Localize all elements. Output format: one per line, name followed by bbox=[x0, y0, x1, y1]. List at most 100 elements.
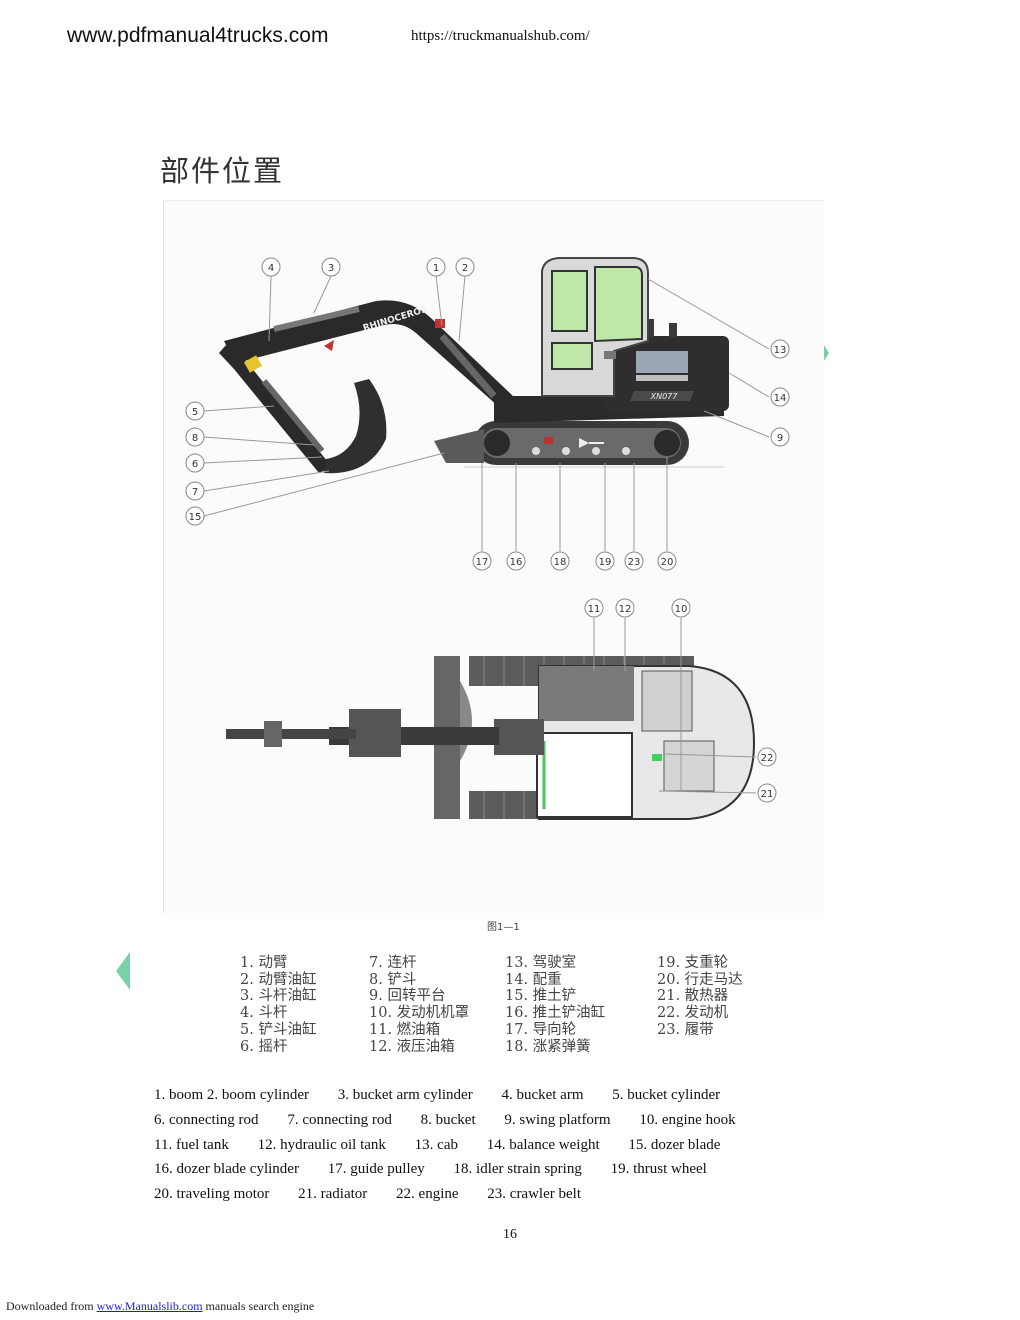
svg-text:7: 7 bbox=[192, 487, 198, 498]
cn-legend-item: 1. 动臂 bbox=[240, 955, 288, 971]
cn-legend-item: 23. 履带 bbox=[657, 1021, 714, 1038]
callout-6: 6 bbox=[185, 453, 205, 473]
svg-text:3: 3 bbox=[328, 263, 334, 274]
cn-legend-col-2: 7. 连杆 8. 铲斗 9. 回转平台 10. 发动机机罩 11. 燃油箱 12… bbox=[369, 955, 469, 1055]
callout-10: 10 bbox=[671, 598, 691, 618]
en-legend-item: 21. radiator bbox=[298, 1186, 368, 1203]
cn-legend-item: 7. 连杆 bbox=[369, 955, 417, 971]
callout-14: 14 bbox=[770, 387, 790, 407]
svg-text:14: 14 bbox=[774, 393, 787, 404]
excavator-drawing: XN077 RHINOCEROS bbox=[185, 257, 790, 820]
callout-9: 9 bbox=[770, 427, 790, 447]
en-legend-item: 15. dozer blade bbox=[628, 1136, 721, 1153]
cn-legend-item: 11. 燃油箱 bbox=[369, 1021, 441, 1038]
en-legend-item: 11. fuel tank bbox=[154, 1136, 229, 1153]
cn-legend-col-4: 19. 支重轮 20. 行走马达 21. 散热器 22. 发动机 23. 履带 bbox=[657, 955, 743, 1039]
swing-bracket bbox=[494, 719, 544, 755]
callout-17: 17 bbox=[472, 551, 492, 571]
manualslib-link[interactable]: www.Manualslib.com bbox=[96, 1299, 203, 1313]
callout-22: 22 bbox=[757, 747, 777, 767]
cn-legend-item: 20. 行走马达 bbox=[657, 971, 743, 988]
leader-lines bbox=[203, 275, 770, 794]
en-legend-item: 13. cab bbox=[414, 1136, 458, 1153]
en-legend-item: 10. engine hook bbox=[639, 1111, 736, 1128]
callout-3: 3 bbox=[321, 257, 341, 277]
svg-text:10: 10 bbox=[675, 604, 688, 615]
cn-legend-col-3: 13. 驾驶室 14. 配重 15. 推土铲 16. 推土铲油缸 17. 导向轮… bbox=[505, 955, 605, 1055]
svg-text:19: 19 bbox=[599, 557, 612, 568]
callout-5: 5 bbox=[185, 401, 205, 421]
en-legend-item: 22. engine bbox=[396, 1186, 459, 1203]
callout-21: 21 bbox=[757, 783, 777, 803]
cn-legend-item: 16. 推土铲油缸 bbox=[505, 1005, 606, 1022]
svg-text:9: 9 bbox=[777, 433, 783, 444]
svg-text:18: 18 bbox=[554, 557, 567, 568]
header-right-url[interactable]: https://truckmanualshub.com/ bbox=[411, 28, 590, 44]
en-legend-item: 16. dozer blade cylinder bbox=[154, 1161, 299, 1178]
cn-legend-item: 22. 发动机 bbox=[657, 1005, 729, 1022]
en-legend-item: 7. connecting rod bbox=[287, 1111, 392, 1128]
svg-text:20: 20 bbox=[661, 557, 674, 568]
en-legend-item: 8. bucket bbox=[420, 1111, 476, 1128]
bucket-arm bbox=[219, 345, 332, 473]
side-view: XN077 RHINOCEROS bbox=[219, 257, 729, 474]
svg-text:21: 21 bbox=[761, 789, 774, 800]
callout-2: 2 bbox=[455, 257, 475, 277]
excavator-component-figure: XN077 RHINOCEROS bbox=[163, 200, 824, 913]
cab bbox=[541, 257, 649, 397]
arm-top bbox=[226, 729, 356, 739]
en-legend-item: 3. bucket arm cylinder bbox=[337, 1087, 473, 1103]
en-legend-item: 6. connecting rod bbox=[154, 1111, 259, 1128]
boom bbox=[224, 300, 514, 407]
svg-text:16: 16 bbox=[510, 557, 523, 568]
svg-text:5: 5 bbox=[192, 407, 198, 418]
en-legend-item: 12. hydraulic oil tank bbox=[257, 1136, 386, 1153]
callout-8: 8 bbox=[185, 427, 205, 447]
page-title: 部件位置 bbox=[160, 154, 285, 188]
cn-legend-item: 2. 动臂油缸 bbox=[240, 971, 317, 988]
svg-text:2: 2 bbox=[462, 263, 468, 274]
callout-19: 19 bbox=[595, 551, 615, 571]
callout-18: 18 bbox=[550, 551, 570, 571]
callout-23: 23 bbox=[624, 551, 644, 571]
svg-text:13: 13 bbox=[774, 345, 787, 356]
cn-legend-item: 13. 驾驶室 bbox=[505, 955, 577, 971]
en-legend-item: 19. thrust wheel bbox=[610, 1161, 707, 1178]
svg-text:4: 4 bbox=[268, 263, 274, 274]
callout-11: 11 bbox=[584, 598, 604, 618]
footer: Downloaded from www.Manualslib.com manua… bbox=[6, 1299, 314, 1314]
cn-legend-col-1: 1. 动臂 2. 动臂油缸 3. 斗杆油缸 4. 斗杆 5. 铲斗油缸 6. 摇… bbox=[240, 955, 316, 1055]
top-view bbox=[226, 656, 756, 820]
svg-text:11: 11 bbox=[588, 604, 601, 615]
callout-12: 12 bbox=[615, 598, 635, 618]
en-legend: 1. boom 2. boom cylinder 3. bucket arm c… bbox=[154, 1083, 761, 1207]
page-number: 16 bbox=[503, 1227, 517, 1242]
svg-text:22: 22 bbox=[761, 753, 774, 764]
callout-13: 13 bbox=[770, 339, 790, 359]
callout-markers: 1 2 3 4 5 6 7 8 9 10 11 12 13 14 15 16 1… bbox=[185, 257, 790, 803]
arm-cylinder bbox=[273, 306, 360, 332]
header-left-url[interactable]: www.pdfmanual4trucks.com bbox=[67, 24, 329, 47]
cn-legend-item: 15. 推土铲 bbox=[505, 988, 577, 1005]
cn-legend-item: 19. 支重轮 bbox=[657, 955, 729, 971]
cn-legend-item: 14. 配重 bbox=[505, 971, 562, 988]
svg-text:1: 1 bbox=[433, 263, 439, 274]
en-legend-item: 5. bucket cylinder bbox=[612, 1087, 721, 1103]
svg-text:23: 23 bbox=[628, 557, 641, 568]
en-legend-row: 16. dozer blade cylinder 17. guide pulle… bbox=[154, 1157, 761, 1182]
bucket-cylinder bbox=[261, 379, 325, 453]
model-label: XN077 bbox=[650, 392, 679, 401]
cn-legend-item: 8. 铲斗 bbox=[369, 971, 417, 988]
en-legend-item: 4. bucket arm bbox=[501, 1087, 584, 1103]
svg-text:6: 6 bbox=[192, 459, 198, 470]
cab-roof bbox=[536, 732, 633, 818]
callout-7: 7 bbox=[185, 481, 205, 501]
en-legend-item: 23. crawler belt bbox=[487, 1186, 581, 1203]
en-legend-item: 1. boom 2. boom cylinder bbox=[154, 1087, 309, 1103]
right-page-tab-marker bbox=[822, 342, 829, 364]
svg-text:12: 12 bbox=[619, 604, 632, 615]
svg-text:15: 15 bbox=[189, 512, 202, 523]
bucket-top bbox=[349, 709, 401, 757]
left-page-tab-marker bbox=[116, 952, 130, 990]
en-legend-item: 18. idler strain spring bbox=[453, 1161, 582, 1178]
